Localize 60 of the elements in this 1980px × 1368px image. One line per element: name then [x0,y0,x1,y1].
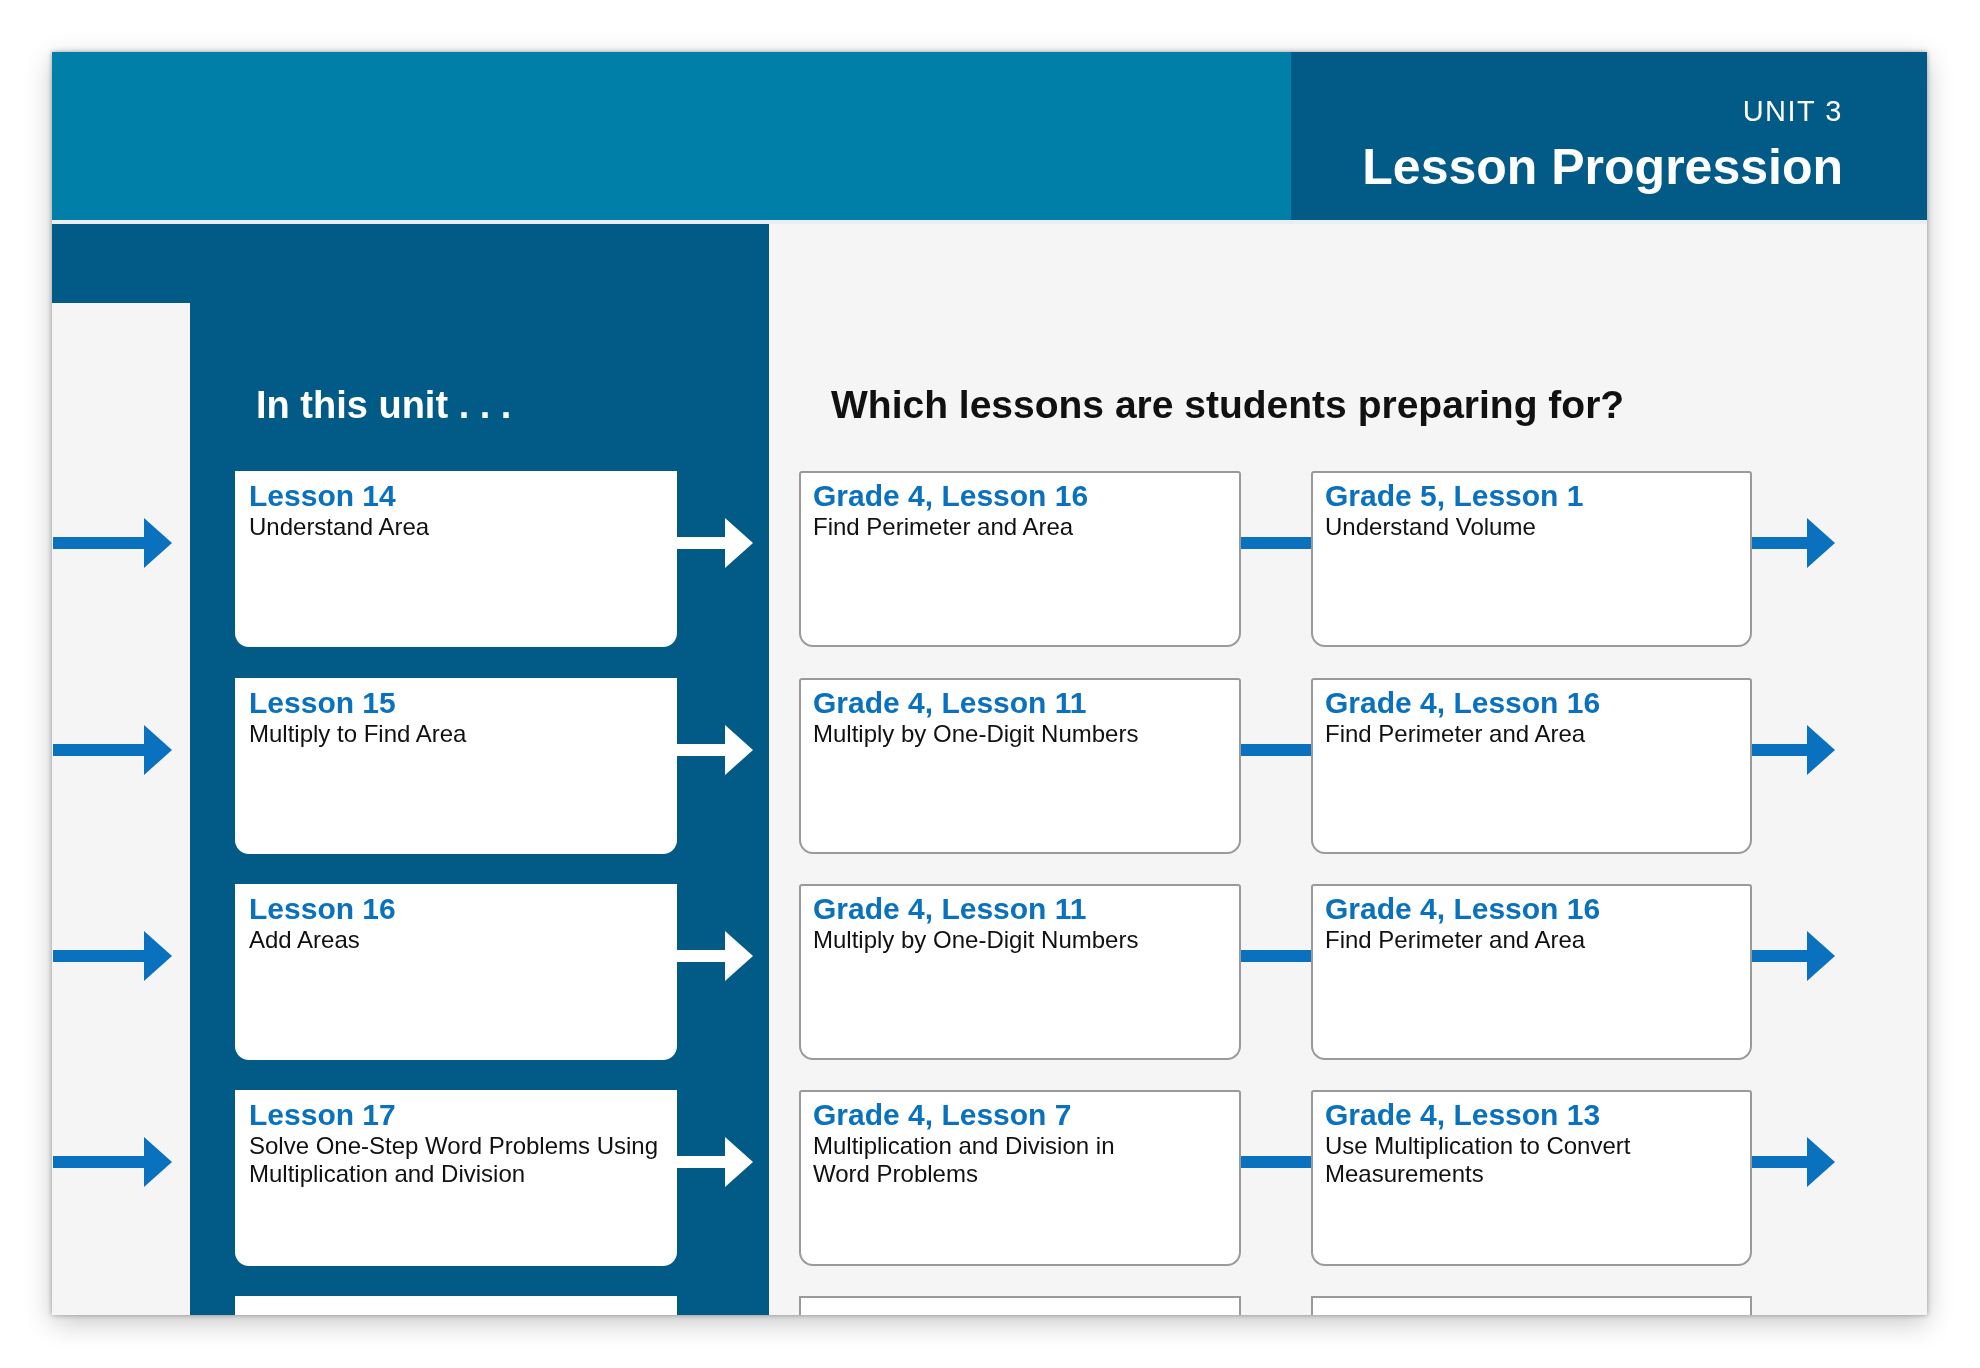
lesson-title: Grade 4, Lesson 13 [1325,1098,1601,1132]
lesson-description: Find Perimeter and Area [1325,720,1586,748]
lesson-description: Understand Volume [1325,513,1536,541]
arrow [53,725,172,775]
arrow [1752,725,1835,775]
unit-panel [52,224,769,1315]
panel-heading: In this unit . . . [256,383,512,427]
lesson-description: Use Multiplication to Convert Measurements [1325,1132,1632,1188]
lesson-card [235,678,677,854]
lesson-description: Multiplication and Division in Word Problems [813,1132,1116,1188]
lesson-title: Lesson 14 [249,479,396,513]
arrow [677,931,753,981]
lesson-title: Grade 4, Lesson 16 [1325,892,1601,926]
lesson-title: Grade 4, Lesson 7 [813,1098,1072,1132]
lesson-description: Solve One-Step Word Problems Using Multiplication and Division [249,1132,660,1188]
section-heading: Which lessons are students preparing for? [831,383,1625,427]
lesson-card [799,1296,1241,1315]
lesson-title: Lesson 15 [249,686,396,720]
lesson-card [799,471,1241,647]
lesson-description: Multiply to Find Area [249,720,467,748]
page-title: Lesson Progression [1362,142,1843,192]
lesson-description: Multiply by One-Digit Numbers [813,926,1139,954]
connector-line [1241,950,1311,962]
lesson-title: Grade 4, Lesson 16 [1325,686,1601,720]
lesson-description: Multiply by One-Digit Numbers [813,720,1139,748]
unit-label: UNIT 3 [1742,97,1843,126]
lesson-card [799,884,1241,1060]
lesson-title: Lesson 17 [249,1098,396,1132]
lesson-card [235,884,677,1060]
lesson-card [1311,1296,1752,1315]
connector-line [1241,744,1311,756]
arrow [1752,1137,1835,1187]
lesson-card [1311,471,1752,647]
arrow [677,1137,753,1187]
lesson-card [799,1090,1241,1266]
lesson-card [1311,1090,1752,1266]
arrow [1752,931,1835,981]
lesson-card [799,678,1241,854]
lesson-description: Find Perimeter and Area [813,513,1074,541]
lesson-title: Grade 4, Lesson 11 [813,892,1087,926]
lesson-title: Lesson 16 [249,892,396,926]
lesson-description: Find Perimeter and Area [1325,926,1586,954]
lesson-card [235,471,677,647]
lesson-description: Add Areas [249,926,360,954]
arrow [53,1137,172,1187]
lesson-card [1311,678,1752,854]
arrow [677,518,753,568]
lesson-description: Understand Area [249,513,430,541]
arrow [677,725,753,775]
lesson-card [1311,884,1752,1060]
connector-line [1241,537,1311,549]
arrow [53,931,172,981]
arrow [53,518,172,568]
lesson-title: Grade 4, Lesson 11 [813,686,1087,720]
lesson-title: Grade 4, Lesson 16 [813,479,1089,513]
lesson-card [235,1296,677,1315]
lesson-card [235,1090,677,1266]
arrow [1752,518,1835,568]
lesson-title: Grade 5, Lesson 1 [1325,479,1584,513]
connector-line [1241,1156,1311,1168]
